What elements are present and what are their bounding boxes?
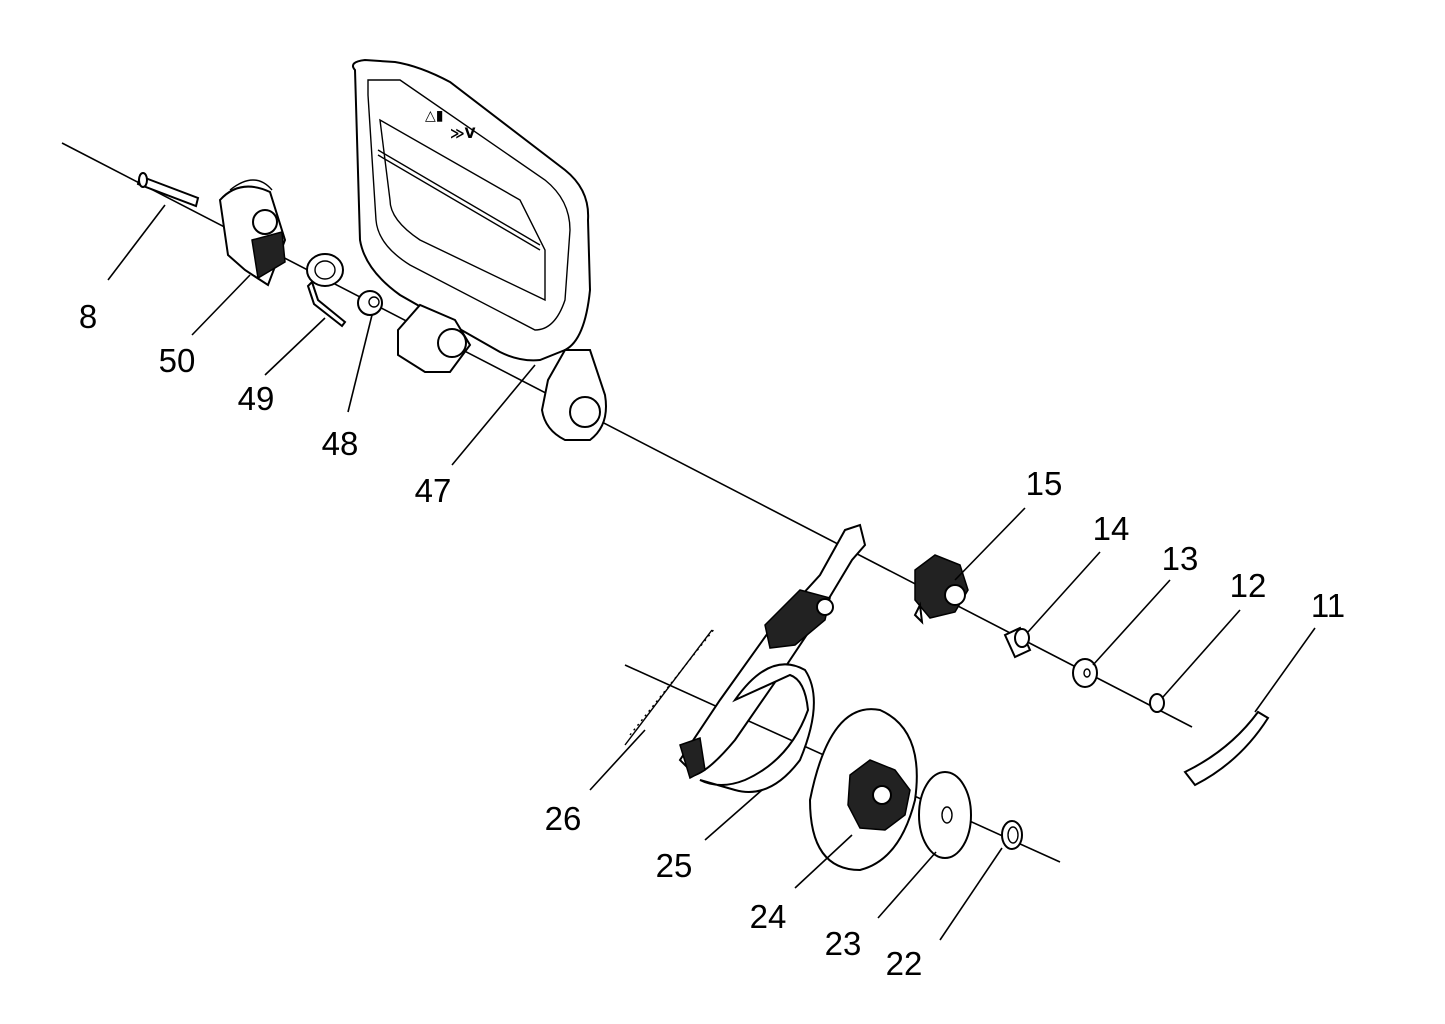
handle-symbol: △▮ — [425, 108, 443, 124]
part-12-circlip — [1149, 693, 1165, 713]
callout-22: 22 — [886, 945, 923, 982]
callout-48: 48 — [322, 425, 359, 462]
callout-8: 8 — [79, 298, 97, 335]
callout-23: 23 — [825, 925, 862, 962]
part-14-sleeve — [1003, 626, 1032, 659]
part-50-switch — [218, 179, 287, 287]
part-49-spring — [306, 253, 347, 328]
part-15-clutch — [913, 554, 969, 625]
callout-24: 24 — [750, 898, 787, 935]
callout-13: 13 — [1162, 540, 1199, 577]
part-13-washer — [1072, 658, 1098, 688]
brake-lever — [678, 523, 867, 780]
part-25-brake-band — [699, 663, 815, 793]
callout-15: 15 — [1026, 465, 1063, 502]
callout-26: 26 — [545, 800, 582, 837]
callout-11: 11 — [1311, 587, 1345, 624]
leader-lines — [107, 204, 1316, 941]
callout-12: 12 — [1230, 567, 1267, 604]
callout-49: 49 — [238, 380, 275, 417]
part-8-pin — [136, 172, 200, 208]
handle-symbol: ≫V — [450, 126, 476, 142]
callout-47: 47 — [415, 472, 452, 509]
callout-50: 50 — [159, 342, 196, 379]
part-23-washer — [918, 771, 972, 859]
callout-25: 25 — [656, 847, 693, 884]
part-48-bushing — [357, 290, 383, 316]
part-11-strip — [1183, 710, 1270, 787]
part-24-drum — [808, 708, 918, 872]
part-26-spring — [624, 627, 716, 746]
callout-14: 14 — [1093, 510, 1130, 547]
part-22-circlip — [1001, 820, 1023, 850]
part-47-handle: △▮ ≫V — [352, 58, 607, 441]
